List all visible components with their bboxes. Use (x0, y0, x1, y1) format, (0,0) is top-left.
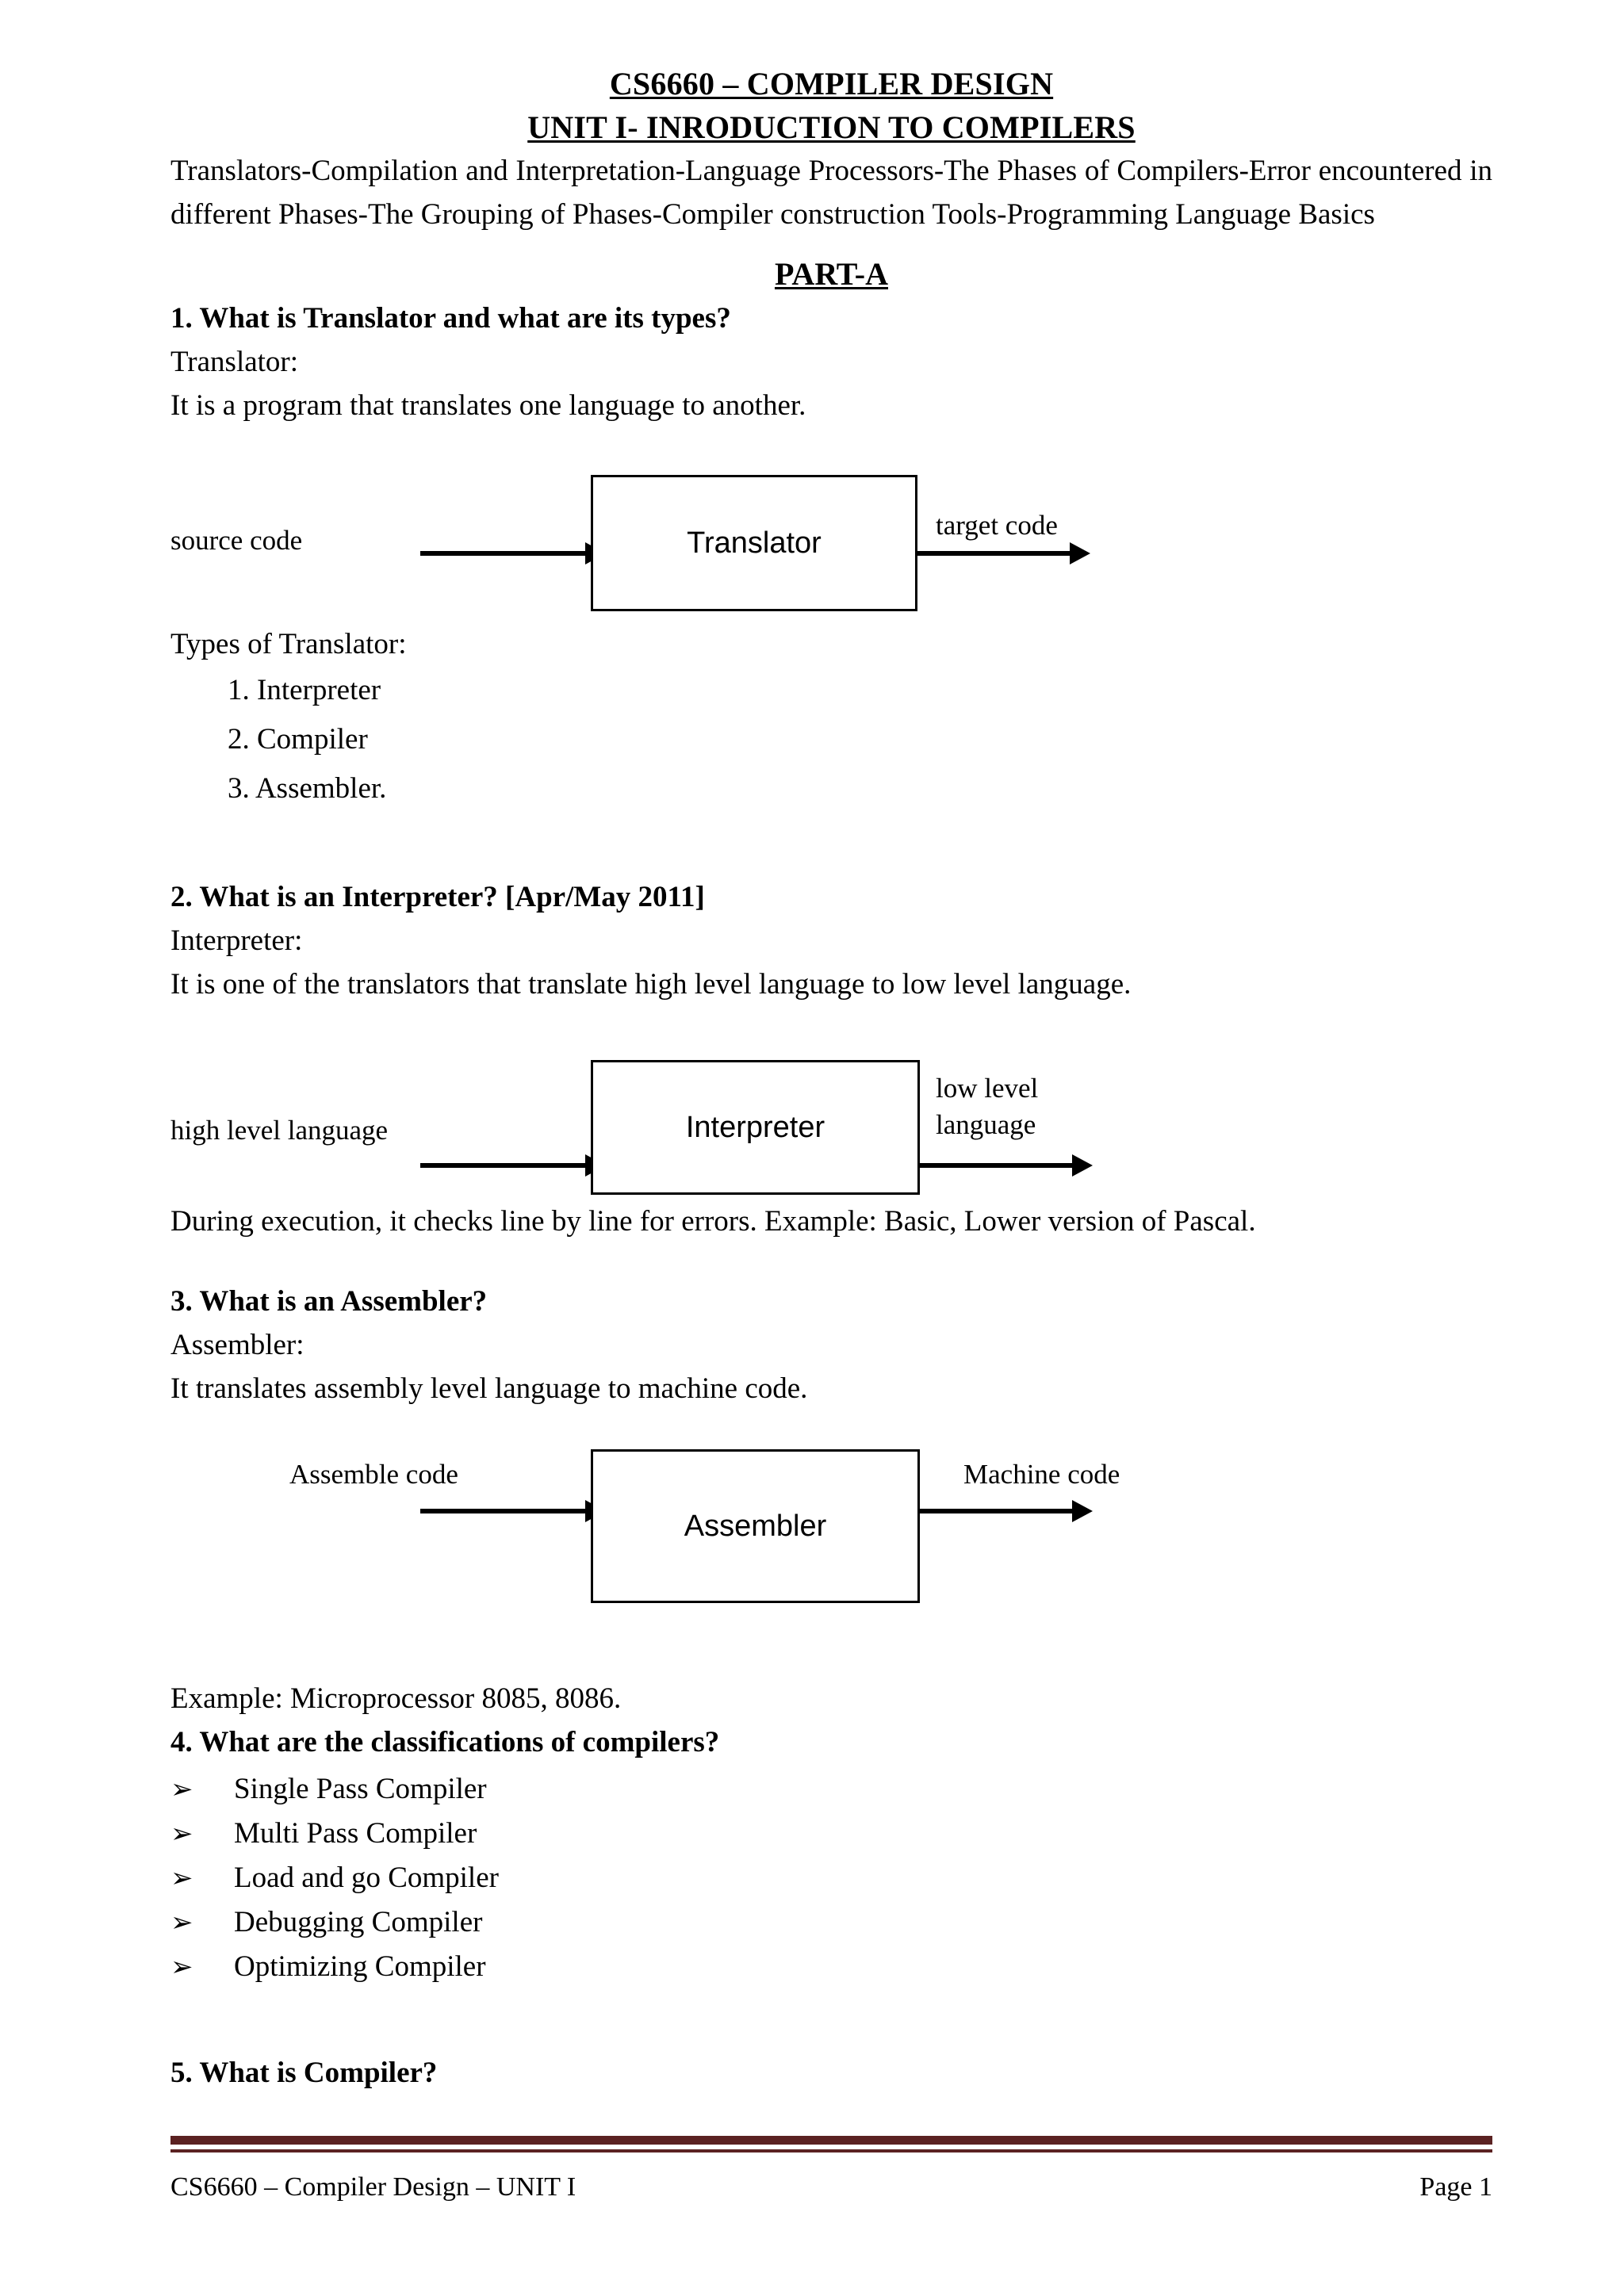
translator-type-item-2: 2. Compiler (228, 723, 368, 756)
list-item-label: Multi Pass Compiler (234, 1817, 477, 1850)
spacer-before-question-3 (170, 1243, 1492, 1280)
assembler-box: Assembler (591, 1449, 920, 1603)
question-3-definition: It translates assembly level language to… (170, 1372, 808, 1405)
arrow-bullet-icon: ➢ (170, 1820, 193, 1849)
footer: CS6660 – Compiler Design – UNIT I Page 1 (170, 2172, 1492, 2202)
spacer-before-interpreter-diagram (170, 1006, 1492, 1043)
interpreter-note: During execution, it checks line by line… (170, 1205, 1256, 1238)
interpreter-output-label: low level language (936, 1073, 1039, 1140)
list-item-label: Single Pass Compiler (234, 1773, 487, 1805)
compiler-classification-list: ➢ Single Pass Compiler ➢ Multi Pass Comp… (170, 1767, 1492, 1989)
list-item: ➢ Load and go Compiler (170, 1856, 1492, 1900)
arrow-bullet-icon: ➢ (170, 1908, 193, 1938)
assembler-example: Example: Microprocessor 8085, 8086. (170, 1682, 622, 1715)
list-item-label: Optimizing Compiler (234, 1950, 486, 1983)
translator-box-label: Translator (687, 526, 822, 560)
footer-left-text: CS6660 – Compiler Design – UNIT I (170, 2172, 576, 2202)
footer-divider-gap (170, 2145, 1492, 2149)
top-margin-spacer (170, 0, 1492, 62)
assembler-input-label: Assemble code (289, 1459, 458, 1490)
spacer-before-question-2 (170, 813, 1492, 875)
list-item-label: Debugging Compiler (234, 1906, 483, 1938)
part-a-heading: PART-A (170, 252, 1492, 297)
page-content: CS6660 – COMPILER DESIGN UNIT I- INRODUC… (170, 0, 1492, 2095)
question-2-definition: It is one of the translators that transl… (170, 968, 1132, 1001)
part-a-heading-text: PART-A (774, 256, 889, 292)
translator-box: Translator (591, 475, 917, 611)
list-item: ➢ Multi Pass Compiler (170, 1812, 1492, 1856)
interpreter-diagram: high level language Interpreter low leve… (170, 1043, 1492, 1200)
question-2-heading: 2. What is an Interpreter? [Apr/May 2011… (170, 881, 705, 913)
question-1-term: Translator: (170, 346, 299, 378)
assembler-output-label: Machine code (963, 1459, 1120, 1490)
question-1-definition: It is a program that translates one lang… (170, 389, 806, 422)
document-title-text: CS6660 – COMPILER DESIGN (609, 66, 1054, 101)
translator-types-heading: Types of Translator: (170, 628, 407, 660)
list-item: ➢ Optimizing Compiler (170, 1945, 1492, 1989)
assembler-diagram: Assemble code Assembler Machine code (170, 1447, 1492, 1677)
footer-divider (170, 2136, 1492, 2152)
question-3-heading: 3. What is an Assembler? (170, 1285, 488, 1318)
list-item-label: Load and go Compiler (234, 1862, 499, 1894)
question-1-heading: 1. What is Translator and what are its t… (170, 302, 731, 335)
arrow-bullet-icon: ➢ (170, 1864, 193, 1893)
translator-type-item-1: 1. Interpreter (228, 674, 381, 706)
syllabus-paragraph: Translators-Compilation and Interpretati… (170, 155, 1492, 231)
unit-title: UNIT I- INRODUCTION TO COMPILERS (170, 105, 1492, 149)
spacer-before-assembler-diagram (170, 1410, 1492, 1447)
question-3-term: Assembler: (170, 1329, 304, 1361)
footer-page-number: Page 1 (1419, 2172, 1492, 2202)
list-item: ➢ Single Pass Compiler (170, 1767, 1492, 1812)
interpreter-input-label: high level language (170, 1115, 389, 1146)
translator-type-item-3: 3. Assembler. (228, 772, 387, 805)
spacer-before-question-5 (170, 1989, 1492, 2051)
document-title: CS6660 – COMPILER DESIGN (170, 62, 1492, 105)
list-item: ➢ Debugging Compiler (170, 1900, 1492, 1945)
interpreter-box: Interpreter (591, 1060, 920, 1195)
arrow-bullet-icon: ➢ (170, 1775, 193, 1804)
question-5-heading: 5. What is Compiler? (170, 2057, 438, 2089)
footer-divider-thick (170, 2136, 1492, 2145)
translator-output-label: target code (936, 510, 1058, 541)
unit-title-text: UNIT I- INRODUCTION TO COMPILERS (527, 109, 1136, 145)
footer-divider-thin (170, 2149, 1492, 2152)
arrow-bullet-icon: ➢ (170, 1953, 193, 1982)
interpreter-box-label: Interpreter (685, 1110, 825, 1144)
question-4-heading: 4. What are the classifications of compi… (170, 1726, 720, 1758)
spacer-before-translator-diagram (170, 427, 1492, 464)
translator-diagram: source code Translator target code (170, 464, 1492, 622)
translator-input-label: source code (170, 525, 303, 556)
question-2-term: Interpreter: (170, 924, 303, 957)
assembler-box-label: Assembler (684, 1509, 827, 1543)
